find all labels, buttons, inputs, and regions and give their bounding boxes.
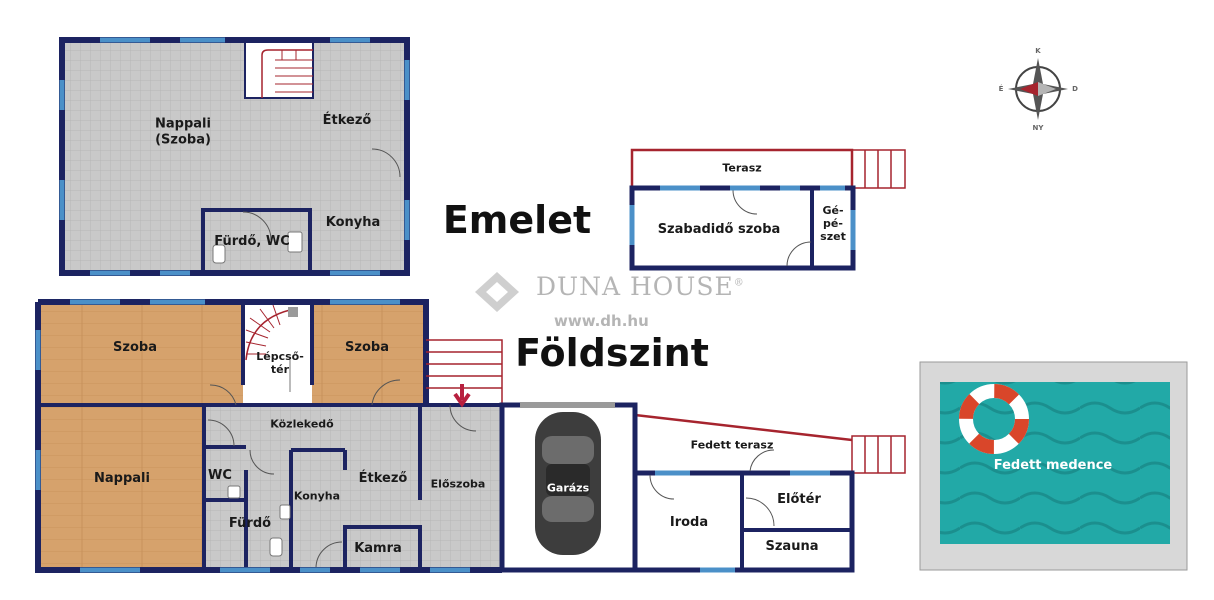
ground-szauna-label: Szauna xyxy=(765,539,819,555)
upper-nappali-line2: (Szoba) xyxy=(155,132,211,147)
ground-eloszoba-label: Előszoba xyxy=(430,477,486,491)
ground-fedett-medence-label: Fedett medence xyxy=(993,458,1113,474)
ground-eloter-label: Előtér xyxy=(777,492,821,508)
ground-staircase xyxy=(245,304,291,392)
upper-nappali-line1: Nappali xyxy=(155,116,211,132)
upper-floor xyxy=(59,37,410,276)
watermark-url: www.dh.hu xyxy=(554,312,649,330)
mechanical-door xyxy=(786,241,812,267)
entry-arrow-icon xyxy=(453,384,471,408)
upper-etkezo-label: Étkező xyxy=(322,113,372,129)
upper-bathroom-wall xyxy=(201,208,312,273)
compass-icon xyxy=(1008,58,1068,120)
upper-bathroom-door xyxy=(242,211,272,241)
upper-floor-fill xyxy=(62,40,407,273)
toilet-icon xyxy=(212,244,226,264)
ground-doors xyxy=(207,379,477,569)
lifebuoy-icon xyxy=(959,384,1029,454)
ground-nappali-fill xyxy=(38,405,204,570)
watermark: DUNA HOUSE® www.dh.hu xyxy=(474,272,774,332)
ground-entry-steps xyxy=(426,339,503,405)
ground-konyha-label: Konyha xyxy=(293,489,341,503)
ground-floor xyxy=(35,58,1188,573)
office-windows xyxy=(655,470,830,573)
ground-nappali-label: Nappali xyxy=(94,471,150,487)
upper-szabadido-label: Szabadidő szoba xyxy=(657,222,781,238)
duna-house-logo-icon xyxy=(475,272,519,312)
covered-terrace-steps xyxy=(851,435,906,474)
pool-water xyxy=(940,382,1170,544)
ground-szoba-right-label: Szoba xyxy=(345,340,389,356)
ground-fixtures xyxy=(227,485,291,557)
ground-iroda-label: Iroda xyxy=(669,515,709,531)
sink-icon xyxy=(287,231,303,253)
upper-terrace-steps xyxy=(851,149,906,189)
lepcsoter-line2: tér xyxy=(270,363,290,376)
compass-east-label: D xyxy=(1072,85,1078,93)
upper-side-door xyxy=(371,148,401,178)
car-icon xyxy=(535,412,601,555)
ground-fedett-terasz-label: Fedett terasz xyxy=(690,438,774,452)
compass-south-label: NY xyxy=(1032,124,1044,132)
ground-kozlekedo-label: Közlekedő xyxy=(270,417,334,431)
compass-north-label: K xyxy=(1035,47,1041,55)
upper-konyha-label: Konyha xyxy=(325,215,381,231)
ground-szoba-right-fill xyxy=(312,302,426,405)
upper-gepeszet-label: Gé- pé- szet xyxy=(820,204,846,244)
upper-furdo-wc-label: Fürdő, WC xyxy=(214,234,290,250)
leisure-windows xyxy=(629,185,856,250)
ground-wc-label: WC xyxy=(208,468,232,484)
upper-staircase xyxy=(244,39,314,99)
upper-outer-wall xyxy=(59,37,410,276)
ground-tiled-fill xyxy=(204,405,502,570)
ground-szoba-left-label: Szoba xyxy=(113,340,157,356)
ground-szoba-left-fill xyxy=(38,302,243,405)
elevator-icon xyxy=(288,307,298,317)
gepeszet-line2: pé- xyxy=(823,217,843,231)
ground-kamra-label: Kamra xyxy=(354,541,402,557)
watermark-brand-text: DUNA HOUSE xyxy=(536,272,734,301)
watermark-brand: DUNA HOUSE® xyxy=(536,272,745,301)
office-doors xyxy=(649,449,775,527)
lepcsoter-line1: Lépcső- xyxy=(256,349,304,363)
upper-nappali-label: Nappali (Szoba) xyxy=(155,116,211,147)
ground-etkezo-label: Étkező xyxy=(358,471,408,487)
upper-leisure-block xyxy=(629,148,906,271)
ground-floor-title: Földszint xyxy=(515,331,709,376)
upper-terasz-label: Terasz xyxy=(722,161,762,175)
covered-terrace-roofline xyxy=(634,413,853,442)
watermark-registered: ® xyxy=(733,277,745,289)
office-inner-walls xyxy=(740,473,852,570)
ground-windows xyxy=(35,299,470,573)
gepeszet-line3: szet xyxy=(820,230,846,244)
upper-floor-title: Emelet xyxy=(442,198,592,243)
gepeszet-line1: Gé- xyxy=(822,204,844,218)
leisure-door xyxy=(732,189,758,215)
upper-windows xyxy=(59,37,410,276)
compass-west-label: É xyxy=(998,85,1004,93)
ground-furdo-label: Fürdő xyxy=(228,516,272,532)
ground-lepcsoter-label: Lépcső- tér xyxy=(256,350,304,376)
ground-garazs-label: Garázs xyxy=(546,481,590,495)
